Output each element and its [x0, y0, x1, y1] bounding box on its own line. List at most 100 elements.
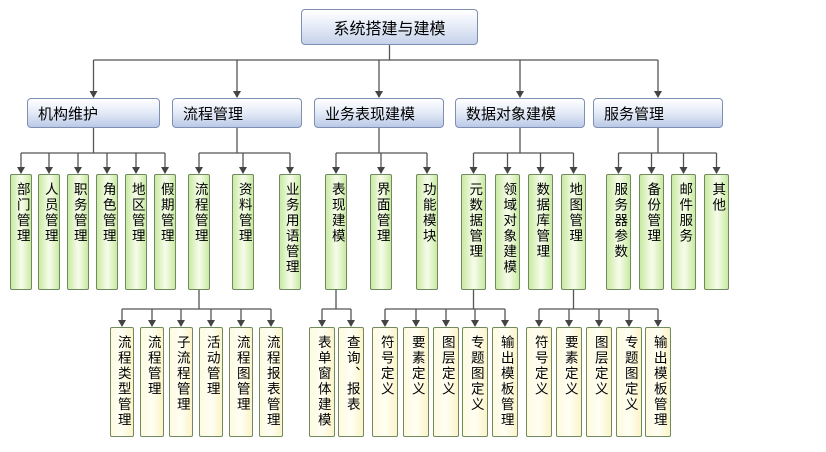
arrow-head [536, 167, 545, 174]
meta-sub-item-1-label: 要素定义 [408, 335, 425, 397]
group-0-item-3-label: 角色管理 [99, 182, 116, 244]
group-0-item-5-label: 假期管理 [157, 182, 174, 244]
arrow-head [161, 167, 169, 174]
arrow-head [614, 167, 623, 174]
arrow-head [89, 91, 98, 98]
root-node: 系统搭建与建模 [301, 9, 478, 45]
group-0-item-0-label: 部门管理 [13, 182, 30, 244]
arrow-head [381, 320, 389, 327]
flow-sub-item-0-label: 流程类型管理 [114, 335, 131, 428]
arrow-head [347, 320, 355, 327]
arrow-head [118, 320, 126, 327]
group-4-item-2-label: 邮件服务 [676, 182, 693, 244]
meta-sub-item-1: 要素定义 [403, 327, 429, 437]
group-2-item-1: 界面管理 [370, 174, 392, 290]
flow-sub-item-0: 流程类型管理 [110, 327, 134, 437]
arrow-head [132, 167, 140, 174]
arrow-head [647, 167, 656, 174]
group-4-item-2: 邮件服务 [671, 174, 696, 290]
group-3-item-3-label: 地图管理 [566, 182, 583, 244]
arrow-head [501, 320, 509, 327]
arrow-head [286, 167, 294, 174]
arrow-head [103, 167, 111, 174]
group-2-item-0: 表现建模 [325, 174, 347, 290]
meta-sub-item-3-label: 专题图定义 [467, 335, 484, 413]
group-0-item-2-label: 职务管理 [70, 182, 87, 244]
arrow-head [177, 320, 185, 327]
map-sub-item-4-label: 输出模板管理 [650, 335, 667, 428]
group-3-item-3: 地图管理 [561, 174, 586, 290]
flow-sub-item-1-label: 流程管理 [144, 335, 161, 397]
flow-sub-item-4: 流程图管理 [229, 327, 253, 437]
map-sub-item-3: 专题图定义 [616, 327, 642, 437]
group-header-4: 服务管理 [593, 98, 723, 128]
arrow-head [207, 320, 215, 327]
arrow-head [471, 320, 479, 327]
arrow-head [267, 320, 275, 327]
group-3-item-2-label: 数据库管理 [533, 182, 550, 260]
arrow-head [535, 320, 543, 327]
map-sub-item-1: 要素定义 [556, 327, 582, 437]
group-4-item-3-label: 其他 [709, 182, 726, 213]
group-header-2: 业务表现建模 [314, 98, 444, 128]
arrow-head [233, 91, 241, 98]
arrow-head [17, 167, 25, 174]
group-header-3: 数据对象建模 [455, 98, 585, 128]
flow-sub-item-3-label: 活动管理 [203, 335, 220, 397]
arrow-head [332, 167, 340, 174]
map-sub-item-0-label: 符号定义 [531, 335, 548, 397]
group-2-item-2-label: 功能模块 [419, 182, 436, 244]
group-4-item-0: 服务器参数 [606, 174, 631, 290]
arrow-head [74, 167, 82, 174]
arrow-head [375, 91, 383, 98]
arrow-head [503, 167, 512, 174]
flow-sub-item-1: 流程管理 [140, 327, 164, 437]
map-sub-item-3-label: 专题图定义 [621, 335, 638, 413]
group-2-item-2: 功能模块 [416, 174, 438, 290]
arrow-head [654, 320, 662, 327]
group-0-item-2: 职务管理 [67, 174, 89, 290]
arrow-head [442, 320, 450, 327]
arrow-head [239, 167, 247, 174]
flow-sub-item-2-label: 子流程管理 [173, 335, 190, 413]
flow-sub-item-3: 活动管理 [199, 327, 223, 437]
group-0-item-4-label: 地区管理 [128, 182, 145, 244]
group-3-item-0-label: 元数据管理 [466, 182, 483, 260]
group-3-item-0: 元数据管理 [461, 174, 486, 290]
flow-sub-item-5: 流程报表管理 [259, 327, 283, 437]
group-4-item-1-label: 备份管理 [644, 182, 661, 244]
arrow-head [516, 91, 524, 98]
map-sub-item-0: 符号定义 [526, 327, 552, 437]
group-4-item-1: 备份管理 [639, 174, 664, 290]
arrow-head [625, 320, 633, 327]
group-header-0: 机构维护 [27, 98, 160, 128]
meta-sub-item-4: 输出模板管理 [492, 327, 518, 437]
group-1-item-0: 流程管理 [188, 174, 210, 290]
group-1-item-1-label: 资料管理 [235, 182, 252, 244]
arrow-head [148, 320, 156, 327]
group-0-item-3: 角色管理 [96, 174, 118, 290]
group-0-item-4: 地区管理 [125, 174, 147, 290]
group-4-item-3: 其他 [704, 174, 729, 290]
meta-sub-item-2: 图层定义 [433, 327, 459, 437]
flow-sub-item-5-label: 流程报表管理 [263, 335, 280, 428]
arrow-head [237, 320, 245, 327]
arrow-head [679, 167, 688, 174]
arrow-head [423, 167, 431, 174]
group-0-item-1: 人员管理 [38, 174, 60, 290]
arrow-head [377, 167, 385, 174]
meta-sub-item-3: 专题图定义 [462, 327, 488, 437]
map-sub-item-1-label: 要素定义 [561, 335, 578, 397]
biz-sub-item-0-label: 表单窗体建模 [314, 335, 331, 428]
group-3-item-2: 数据库管理 [528, 174, 553, 290]
meta-sub-item-4-label: 输出模板管理 [497, 335, 514, 428]
group-header-1: 流程管理 [172, 98, 302, 128]
flow-sub-item-2: 子流程管理 [169, 327, 193, 437]
arrow-head [569, 167, 578, 174]
biz-sub-item-1: 查询、报表 [338, 327, 364, 437]
arrow-head [195, 167, 203, 174]
arrow-head [565, 320, 573, 327]
biz-sub-item-0: 表单窗体建模 [309, 327, 335, 437]
map-sub-item-4: 输出模板管理 [645, 327, 671, 437]
